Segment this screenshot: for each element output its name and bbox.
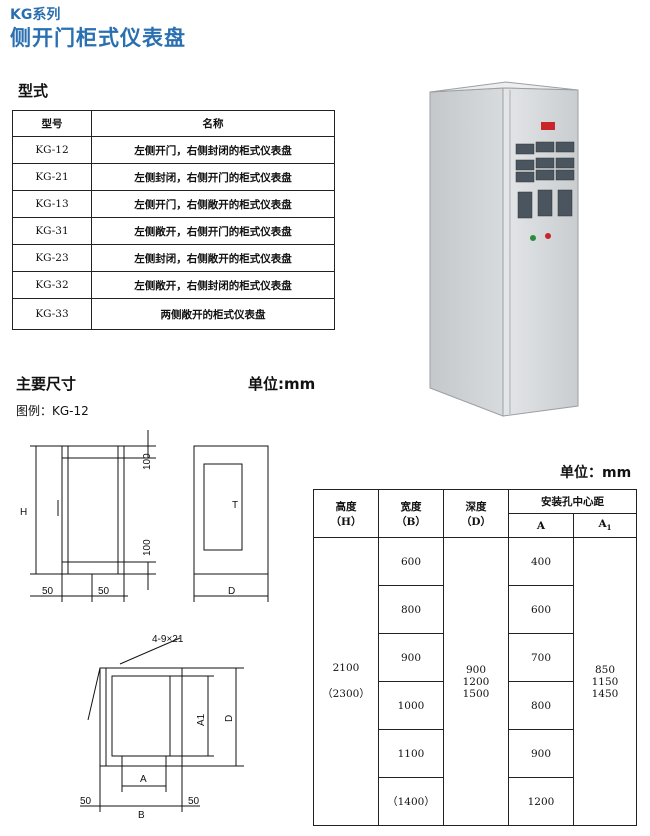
model-cell: KG-23 (12, 244, 92, 272)
dims-unit: 单位:mm (248, 375, 316, 393)
d2-label: D (224, 715, 235, 722)
model-cell: KG-12 (12, 136, 92, 164)
col-model: 型号 (12, 110, 92, 137)
t-label: T (232, 500, 238, 511)
a-cell: 900 (508, 729, 574, 778)
holes-header: 安装孔中心距 (508, 489, 637, 514)
page-title: 侧开门柜式仪表盘 (10, 26, 186, 50)
model-cell: KG-31 (12, 217, 92, 245)
dimension-drawing: H 100 100 50 50 T D 4-9×21 A1 D A B 50 5… (20, 430, 269, 821)
name-cell: 两侧敞开的柜式仪表盘 (91, 298, 335, 330)
width-cell: 1100 (378, 729, 444, 778)
types-heading: 型式 (18, 82, 49, 100)
width-cell: 600 (378, 537, 444, 586)
mid-50-label: 50 (98, 586, 110, 597)
col-name: 名称 (91, 110, 335, 137)
table-unit: 单位：mm (560, 465, 632, 481)
a-cell: 700 (508, 633, 574, 682)
a-cell: 1200 (508, 777, 574, 826)
a-cell: 600 (508, 585, 574, 634)
name-cell: 左侧敞开，右侧封闭的柜式仪表盘 (91, 271, 335, 299)
width-cell: 1000 (378, 681, 444, 730)
a-cell: 800 (508, 681, 574, 730)
name-cell: 左侧敞开，右侧开门的柜式仪表盘 (91, 217, 335, 245)
a-header: A (508, 513, 574, 538)
b-label: B (138, 810, 145, 821)
a1-label: A1 (196, 713, 207, 726)
name-cell: 左侧开门，右侧敞开的柜式仪表盘 (91, 190, 335, 218)
depth-header: 深度（D） (443, 489, 509, 538)
holes-label: 4-9×21 (152, 634, 184, 645)
model-cell: KG-32 (12, 271, 92, 299)
a-label: A (140, 774, 147, 785)
bottom-right-50-label: 50 (188, 796, 200, 807)
top-100-label: 100 (142, 453, 153, 470)
red-indicator (541, 122, 555, 130)
dims-heading: 主要尺寸 (16, 375, 77, 393)
width-cell: 900 (378, 633, 444, 682)
a1-header: A1 (573, 513, 637, 538)
model-cell: KG-33 (12, 298, 92, 330)
a-cell: 400 (508, 537, 574, 586)
green-lamp (530, 235, 536, 241)
red-lamp (545, 233, 551, 239)
name-cell: 左侧封闭，右侧敞开的柜式仪表盘 (91, 244, 335, 272)
name-cell: 左侧开门，右侧封闭的柜式仪表盘 (91, 136, 335, 164)
left-50-label: 50 (42, 586, 54, 597)
dimensions-table: 高度（H） 宽度（B） 深度（D） 安装孔中心距 A A1 2100（2300）… (313, 489, 637, 826)
height-header: 高度（H） (313, 489, 379, 538)
cabinet-photo (429, 81, 579, 417)
h-label: H (20, 507, 27, 518)
bottom-100-label: 100 (142, 539, 153, 556)
example-label: 图例：KG-12 (16, 404, 89, 418)
bottom-left-50-label: 50 (80, 796, 92, 807)
name-cell: 左侧封闭，右侧开门的柜式仪表盘 (91, 163, 335, 191)
width-header: 宽度（B） (378, 489, 444, 538)
width-cell: （1400） (378, 777, 444, 826)
width-cell: 800 (378, 585, 444, 634)
d-label: D (228, 586, 235, 597)
height-cell: 2100（2300） (313, 537, 379, 826)
model-cell: KG-13 (12, 190, 92, 218)
series-label: KG系列 (10, 7, 61, 23)
model-cell: KG-21 (12, 163, 92, 191)
